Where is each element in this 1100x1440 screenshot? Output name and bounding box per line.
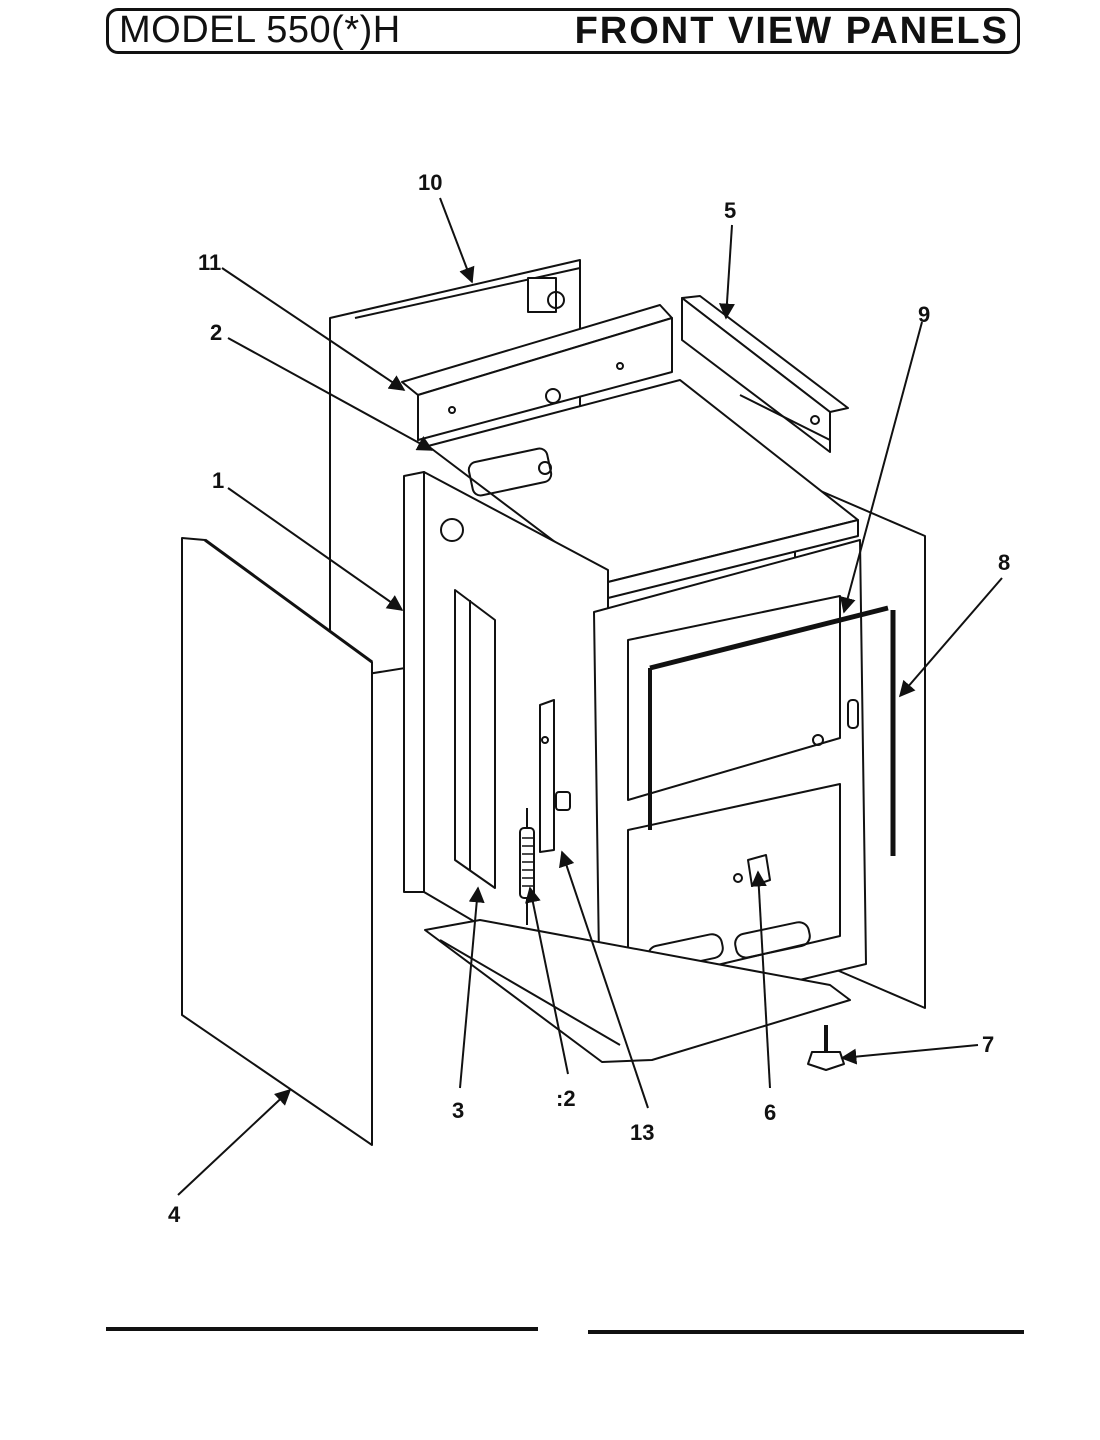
leader-11 [221,267,406,391]
base-pan [424,919,851,1063]
callout-6: 6 [764,1100,776,1125]
vertical-channel [454,589,496,889]
model-number-title: MODEL 550(*)H [119,9,401,51]
leader-3 [459,886,485,1089]
leader-9 [840,321,923,614]
leader-5 [718,224,735,320]
leader-1 [227,487,404,611]
leader-4 [177,1088,292,1196]
door-hinge [539,699,571,853]
leader-8 [898,577,1003,698]
front-frame [593,539,889,1029]
right-top-trim [681,295,849,453]
leader-6 [750,870,771,1089]
callout-3: 3 [452,1098,464,1123]
callout-2: 2 [210,320,222,345]
leader-12 [525,886,569,1075]
upper-rear-bracket [401,304,673,441]
leader-2 [227,337,434,451]
callout-5: 5 [724,198,736,223]
callout-7: 7 [982,1032,994,1057]
callout-13: 13 [630,1120,654,1145]
callout-9: 9 [918,302,930,327]
leader-7 [840,1044,979,1065]
callout-1: 1 [212,468,224,493]
leveling-leg [807,1025,845,1071]
leader-13 [559,850,649,1109]
callout-8: 8 [998,550,1010,575]
left-outer-side-panel [181,537,373,1146]
callout-12: :2 [556,1086,576,1111]
top-panel [427,379,859,599]
title-frame: MODEL 550(*)H FRONT VIEW PANELS [106,8,1020,54]
callout-10: 10 [418,170,442,195]
leader-10 [439,197,475,284]
section-title: FRONT VIEW PANELS [574,10,1009,52]
callout-11: 11 [198,250,221,275]
callout-4: 4 [168,1202,181,1227]
